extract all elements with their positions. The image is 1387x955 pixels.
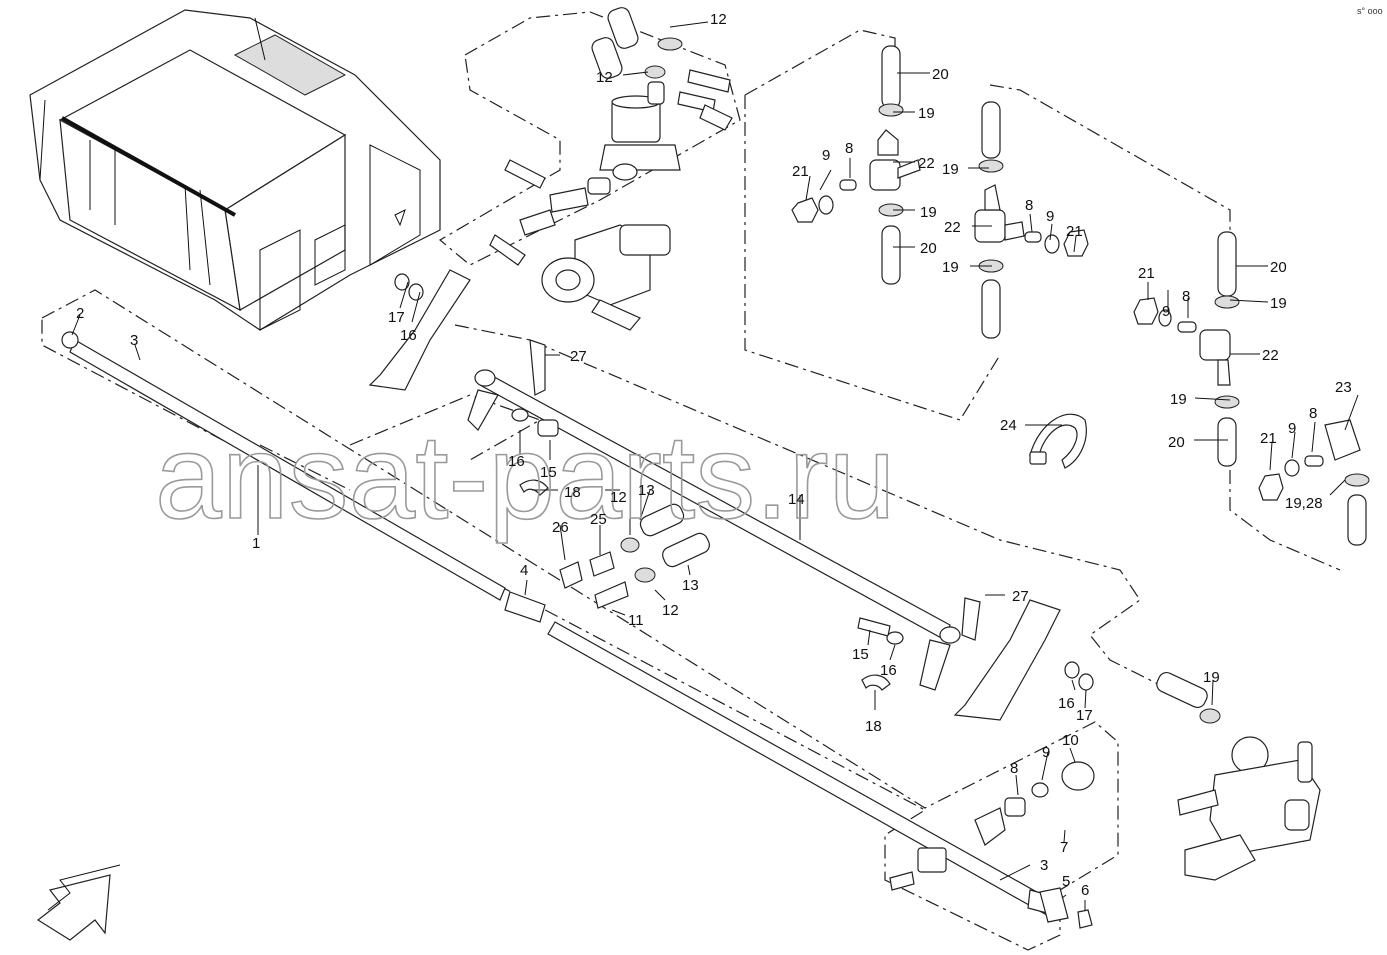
callout-13: 13 (682, 577, 699, 594)
callout-20: 20 (1270, 259, 1287, 276)
callout-20: 20 (1168, 434, 1185, 451)
callout-8: 8 (1309, 405, 1317, 422)
callout-9: 9 (1046, 208, 1054, 225)
callout-19: 19 (1203, 669, 1220, 686)
solenoid-valve (599, 81, 681, 181)
callout-2: 2 (76, 305, 84, 322)
callout-20: 20 (920, 240, 937, 257)
machine-frame (29, 9, 441, 331)
callout-6: 6 (1081, 882, 1089, 899)
callout-19: 19 (942, 161, 959, 178)
front-direction-arrow-icon (36, 864, 121, 941)
callout-19: 19 (920, 204, 937, 221)
callout-15: 15 (540, 464, 557, 481)
callout-13: 13 (638, 482, 655, 499)
callout-8: 8 (1182, 288, 1190, 305)
callout-12: 12 (610, 489, 627, 506)
callout-18: 18 (865, 718, 882, 735)
callout-21: 21 (1066, 223, 1083, 240)
callout-27: 27 (570, 348, 587, 365)
callout-11: 11 (628, 612, 644, 629)
outline-valve-group (438, 11, 741, 266)
callout-10: 10 (1062, 732, 1079, 749)
callout-8: 8 (1010, 760, 1018, 777)
callout-22: 22 (918, 155, 935, 172)
callout-7: 7 (1060, 839, 1068, 856)
callout-9: 9 (822, 147, 830, 164)
callout-19: 19 (918, 105, 935, 122)
tee-fittings (869, 129, 1361, 461)
callout-20: 20 (932, 66, 949, 83)
hose-segments (591, 7, 1367, 709)
callout-21: 21 (792, 163, 809, 180)
callout-26: 26 (552, 519, 569, 536)
pressure-pump (1177, 736, 1321, 881)
callout-3: 3 (1040, 857, 1048, 874)
tube-and-shaft (61, 331, 1093, 929)
leader-lines (71, 21, 1359, 910)
callout-18: 18 (564, 484, 581, 501)
callout-12: 12 (662, 602, 679, 619)
callout-16: 16 (1058, 695, 1075, 712)
callout-17: 17 (1076, 707, 1093, 724)
callout-8: 8 (845, 140, 853, 157)
callout-21: 21 (1138, 265, 1155, 282)
callout-19-28: 19,28 (1285, 495, 1323, 512)
callout-1: 1 (252, 535, 260, 552)
pedals (368, 269, 1061, 721)
callout-9: 9 (1042, 744, 1050, 761)
callout-15: 15 (852, 646, 869, 663)
callout-22: 22 (944, 219, 961, 236)
callout-19: 19 (942, 259, 959, 276)
outline-lever-group (259, 394, 542, 491)
callout-5: 5 (1062, 873, 1070, 890)
callout-4: 4 (520, 562, 528, 579)
callout-8: 8 (1025, 197, 1033, 214)
callout-9: 9 (1288, 420, 1296, 437)
callout-12: 12 (710, 11, 727, 28)
outline-tee-return (1229, 470, 1341, 571)
callout-27: 27 (1012, 588, 1029, 605)
page-reference: s° ooo (1357, 6, 1383, 16)
callout-17: 17 (388, 309, 405, 326)
callout-16: 16 (880, 662, 897, 679)
callout-19: 19 (1170, 391, 1187, 408)
callout-16: 16 (400, 327, 417, 344)
callout-21: 21 (1260, 430, 1277, 447)
callout-24: 24 (1000, 417, 1017, 434)
callout-22: 22 (1262, 347, 1279, 364)
callout-19: 19 (1270, 295, 1287, 312)
pump-assembly (541, 224, 671, 331)
callout-3: 3 (130, 332, 138, 349)
cable-tie (1029, 413, 1087, 469)
hose-fittings-upper (489, 69, 733, 266)
callout-23: 23 (1335, 379, 1352, 396)
callout-labels: 1 2 3 3 4 5 6 7 8 8 8 8 8 9 9 9 9 9 10 1… (76, 11, 1352, 899)
callout-25: 25 (590, 511, 607, 528)
small-hardware (511, 408, 1095, 891)
callout-16: 16 (508, 453, 525, 470)
callout-12: 12 (596, 69, 613, 86)
callout-9: 9 (1162, 303, 1170, 320)
watermark-text: ansat-parts.ru (155, 410, 895, 544)
nuts-and-washers (394, 179, 1324, 691)
callout-14: 14 (788, 491, 805, 508)
